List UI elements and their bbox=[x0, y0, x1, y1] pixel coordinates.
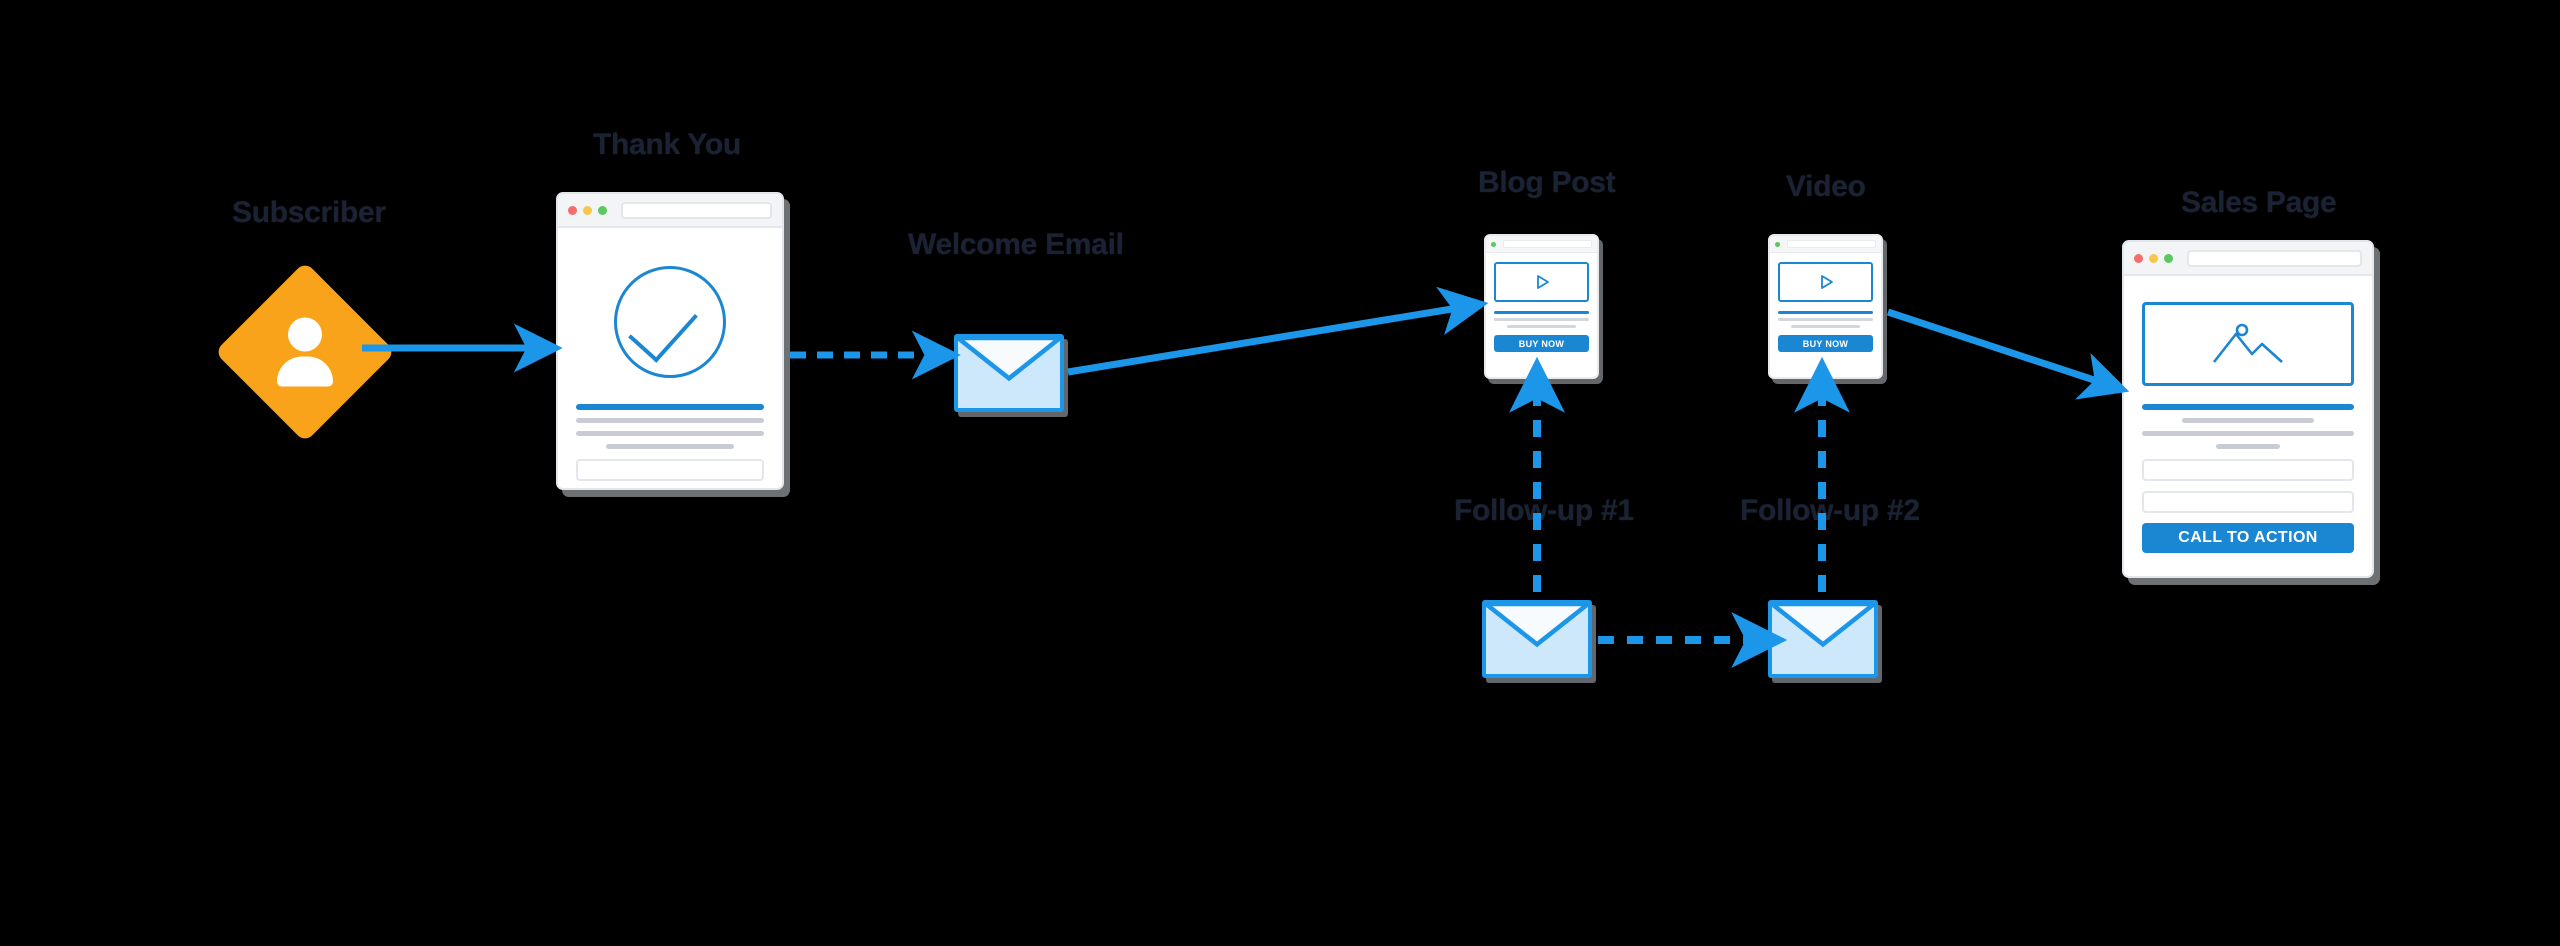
headline-bar bbox=[576, 404, 764, 410]
envelope-icon bbox=[1772, 604, 1874, 648]
mini-titlebar bbox=[1486, 236, 1597, 253]
email-field[interactable] bbox=[2142, 491, 2354, 513]
email-field[interactable] bbox=[576, 459, 764, 481]
name-field[interactable] bbox=[2142, 459, 2354, 481]
buy-now-button[interactable]: BUY NOW bbox=[1778, 335, 1873, 352]
connector-welcome-email-to-blog-post bbox=[1067, 286, 1489, 376]
node-follow-up-1[interactable] bbox=[1482, 600, 1592, 678]
label-follow-up-2: Follow-up #2 bbox=[1740, 494, 1920, 527]
person-head bbox=[288, 317, 322, 352]
text-line bbox=[576, 418, 764, 423]
image-placeholder-icon bbox=[2142, 302, 2354, 386]
node-subscriber[interactable] bbox=[214, 261, 396, 443]
status-dot bbox=[1491, 241, 1496, 247]
headline-bar bbox=[1494, 311, 1589, 314]
text-line bbox=[2182, 418, 2314, 423]
person-diamond-icon bbox=[241, 317, 369, 387]
address-bar[interactable] bbox=[1503, 240, 1592, 248]
headline-bar bbox=[1778, 311, 1873, 314]
label-subscriber: Subscriber bbox=[232, 196, 386, 229]
envelope-icon bbox=[958, 338, 1060, 382]
text-line bbox=[2216, 444, 2280, 449]
text-line bbox=[606, 444, 734, 449]
label-sales-page: Sales Page bbox=[2181, 186, 2337, 219]
label-welcome-email: Welcome Email bbox=[908, 228, 1124, 261]
label-thank-you: Thank You bbox=[593, 128, 741, 161]
window-maximize-dot[interactable] bbox=[2164, 253, 2173, 263]
text-line bbox=[1778, 318, 1873, 321]
buy-now-button[interactable]: BUY NOW bbox=[1494, 335, 1589, 352]
label-follow-up-1: Follow-up #1 bbox=[1454, 494, 1634, 527]
status-dot bbox=[1775, 241, 1780, 247]
envelope-icon bbox=[1486, 604, 1588, 648]
node-thank-you-page[interactable]: CALL TO ACTION bbox=[556, 192, 784, 490]
checkmark-circle-icon bbox=[614, 266, 726, 378]
video-play-icon[interactable] bbox=[1778, 262, 1873, 302]
address-bar[interactable] bbox=[621, 201, 772, 219]
mini-content: BUY NOW bbox=[1770, 253, 1881, 361]
label-video: Video bbox=[1786, 170, 1866, 203]
node-blog-post[interactable]: BUY NOW bbox=[1484, 234, 1599, 379]
text-line bbox=[2142, 431, 2354, 436]
browser-titlebar bbox=[2124, 242, 2372, 276]
headline-bar bbox=[2142, 404, 2354, 410]
call-to-action-button[interactable]: CALL TO ACTION bbox=[2142, 523, 2354, 553]
person-body bbox=[277, 356, 333, 387]
window-minimize-dot[interactable] bbox=[583, 205, 592, 215]
mini-titlebar bbox=[1770, 236, 1881, 253]
text-line bbox=[1494, 318, 1589, 321]
address-bar[interactable] bbox=[2187, 249, 2362, 267]
mini-content: BUY NOW bbox=[1486, 253, 1597, 361]
text-line bbox=[576, 431, 764, 436]
node-welcome-email[interactable] bbox=[954, 334, 1064, 412]
window-close-dot[interactable] bbox=[568, 205, 577, 215]
node-video[interactable]: BUY NOW bbox=[1768, 234, 1883, 379]
browser-content: CALL TO ACTION bbox=[2124, 276, 2372, 573]
text-line bbox=[1791, 325, 1860, 328]
text-line bbox=[1507, 325, 1576, 328]
play-triangle-icon bbox=[1536, 275, 1549, 289]
browser-content: CALL TO ACTION bbox=[558, 228, 782, 488]
label-blog-post: Blog Post bbox=[1478, 166, 1616, 199]
window-maximize-dot[interactable] bbox=[598, 205, 607, 215]
video-play-icon[interactable] bbox=[1494, 262, 1589, 302]
window-close-dot[interactable] bbox=[2134, 253, 2143, 263]
address-bar[interactable] bbox=[1787, 240, 1876, 248]
node-sales-page[interactable]: CALL TO ACTION bbox=[2122, 240, 2374, 578]
connector-video-to-sales-page bbox=[1886, 308, 2130, 400]
browser-titlebar bbox=[558, 194, 782, 228]
play-triangle-icon bbox=[1820, 275, 1833, 289]
mountain-photo-icon bbox=[2212, 323, 2283, 363]
window-minimize-dot[interactable] bbox=[2149, 253, 2158, 263]
